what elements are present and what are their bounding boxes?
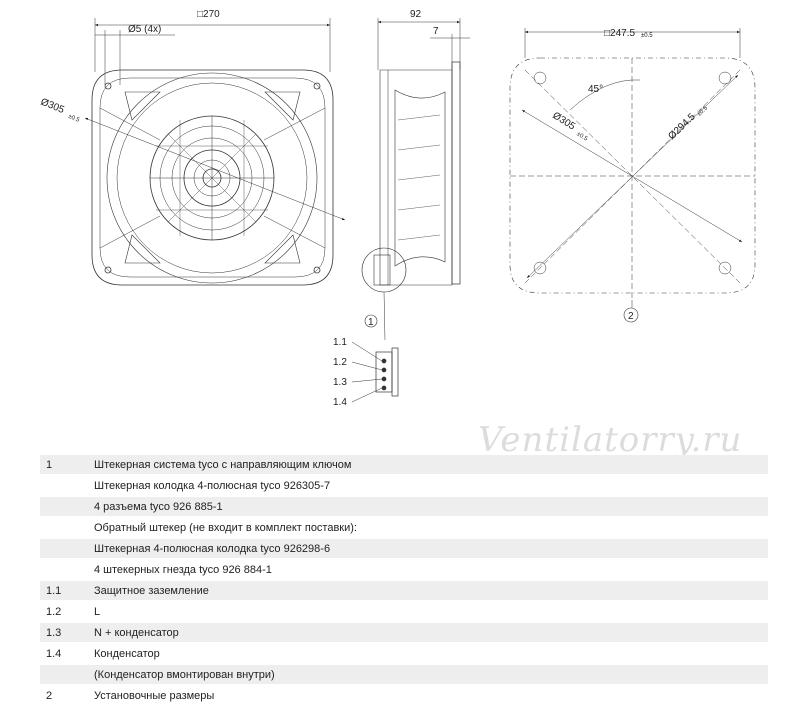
dimension-width-270: □270 bbox=[197, 9, 220, 20]
legend-code bbox=[40, 664, 88, 686]
connector-detail bbox=[351, 341, 399, 403]
side-view bbox=[361, 18, 470, 341]
callout-1: 1 bbox=[368, 317, 374, 328]
legend-code: 1.2 bbox=[40, 601, 88, 623]
pin-label-1-3: 1.3 bbox=[333, 377, 347, 388]
legend-code: 1.4 bbox=[40, 643, 88, 665]
dimension-square-247: □247.5 bbox=[604, 28, 636, 39]
legend-text: 4 штекерных гнезда tyco 926 884-1 bbox=[88, 559, 768, 581]
legend-code bbox=[40, 538, 88, 560]
legend-code: 1 bbox=[40, 455, 88, 476]
legend-row: 4 штекерных гнезда tyco 926 884-1 bbox=[40, 559, 768, 581]
legend-code: 2 bbox=[40, 685, 88, 707]
legend-text: L bbox=[88, 601, 768, 623]
dimension-holes: Ø5 (4x) bbox=[128, 24, 161, 35]
legend-row: (Конденсатор вмонтирован внутри) bbox=[40, 664, 768, 686]
legend-text: N + конденсатор bbox=[88, 622, 768, 644]
legend-text: Установочные размеры bbox=[88, 685, 768, 707]
legend-text: Штекерная система tyco с направляющим кл… bbox=[88, 455, 768, 476]
legend-row: Штекерная 4-полюсная колодка tyco 926298… bbox=[40, 538, 768, 560]
legend-row: 4 разъема tyco 926 885-1 bbox=[40, 496, 768, 518]
legend-code bbox=[40, 475, 88, 497]
dimension-tolerance: ±0.5 bbox=[575, 131, 589, 143]
dimension-depth-92: 92 bbox=[410, 9, 422, 20]
legend-code: 1.3 bbox=[40, 622, 88, 644]
dimension-diag-294: Ø294.5 bbox=[666, 111, 698, 142]
callout-2: 2 bbox=[628, 311, 634, 322]
legend-row: Штекерная колодка 4-полюсная tyco 926305… bbox=[40, 475, 768, 497]
legend-code bbox=[40, 496, 88, 518]
legend-code bbox=[40, 517, 88, 539]
pin-label-1-1: 1.1 bbox=[333, 337, 347, 348]
legend-text: Конденсатор bbox=[88, 643, 768, 665]
legend-text: 4 разъема tyco 926 885-1 bbox=[88, 496, 768, 518]
legend-text: (Конденсатор вмонтирован внутри) bbox=[88, 664, 768, 686]
legend-code: 1.1 bbox=[40, 580, 88, 602]
dimension-tolerance: ±0.5 bbox=[697, 105, 710, 118]
mounting-view bbox=[509, 28, 756, 308]
pin-label-1-2: 1.2 bbox=[333, 357, 347, 368]
dimension-diameter-305: Ø305 bbox=[39, 97, 66, 117]
dimension-flange-7: 7 bbox=[433, 26, 439, 37]
legend-code bbox=[40, 559, 88, 581]
legend-text: Обратный штекер (не входит в комплект по… bbox=[88, 517, 768, 539]
dimension-tolerance: ±0.5 bbox=[67, 114, 81, 124]
technical-drawing: □270 Ø5 (4x) Ø305 ±0.5 92 7 1 bbox=[39, 9, 756, 408]
legend-text: Штекерная 4-полюсная колодка tyco 926298… bbox=[88, 538, 768, 560]
legend-text: Защитное заземление bbox=[88, 580, 768, 602]
legend-row: Обратный штекер (не входит в комплект по… bbox=[40, 517, 768, 539]
watermark: Ventilatorry.ru bbox=[478, 420, 743, 460]
dimension-angle-45: 45° bbox=[588, 84, 603, 95]
dimension-tolerance: ±0.5 bbox=[641, 33, 653, 39]
front-view bbox=[84, 18, 346, 286]
legend-text: Штекерная колодка 4-полюсная tyco 926305… bbox=[88, 475, 768, 497]
pin-label-1-4: 1.4 bbox=[333, 397, 347, 408]
